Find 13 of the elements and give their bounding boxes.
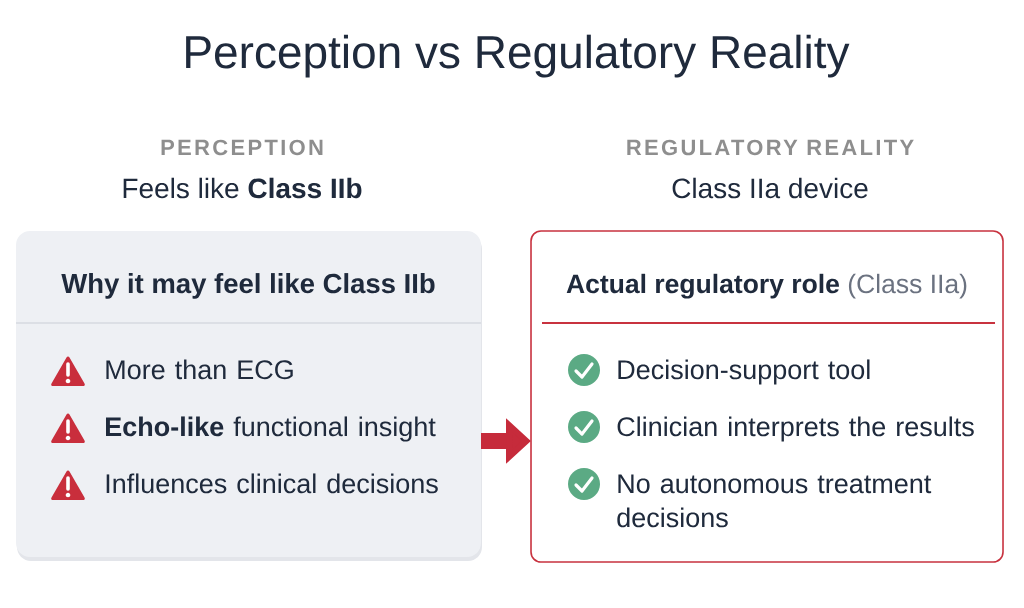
card-heading: Actual regulatory role (Class IIa) (566, 273, 967, 299)
list-item: Influences clinical decisions (106, 473, 438, 494)
column-label: REGULATORY REALITY (627, 139, 914, 156)
column-subtitle: Feels like Class IIb (123, 177, 362, 199)
column-label: PERCEPTION (161, 139, 323, 156)
list-item: No autonomous treatment decisions (617, 474, 932, 528)
list-item: More than ECG (106, 359, 293, 380)
list-item: Clinician interprets the results (617, 416, 974, 442)
list-item: Decision-support tool (618, 359, 870, 385)
list-item: Echo-like functional insight (106, 416, 436, 442)
column-subtitle: Class IIa device (672, 177, 868, 199)
card-heading: Why it may feel like Class IIb (61, 273, 435, 299)
title: Perception vs Regulatory Reality (186, 34, 850, 78)
